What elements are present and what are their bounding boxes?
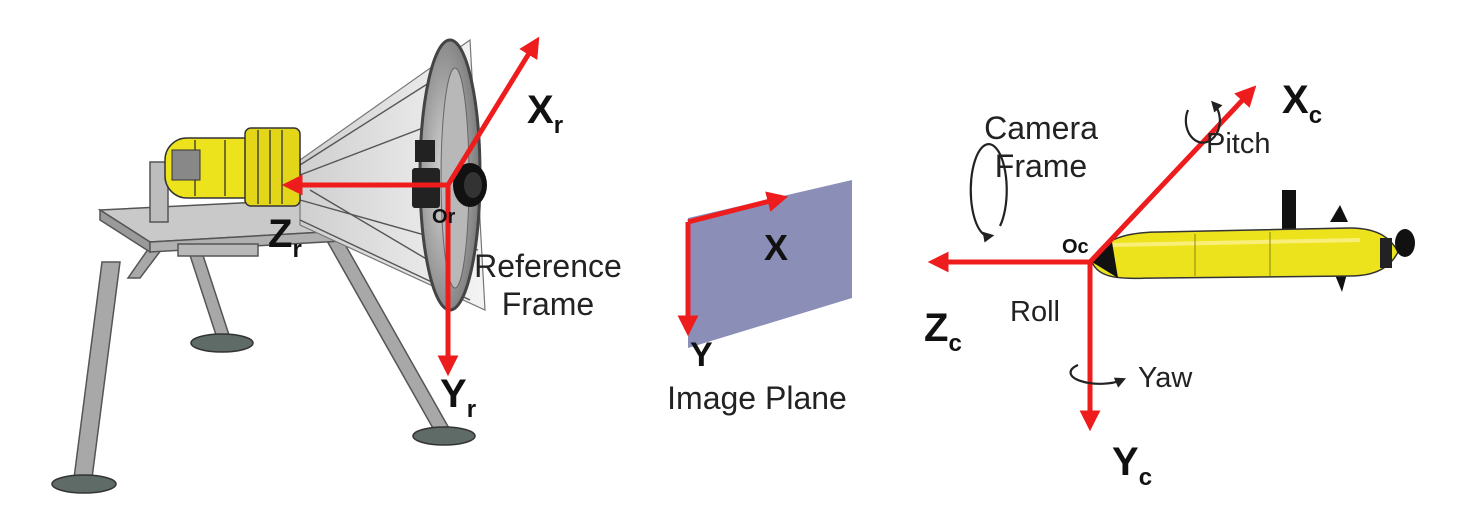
rig-foot-right xyxy=(412,426,476,446)
camera-frame-caption: Camera Frame xyxy=(984,110,1098,184)
image-plane-x-label: X xyxy=(764,227,789,268)
rig-leg-left xyxy=(73,261,121,479)
yaw-rotation-icon xyxy=(1069,363,1127,388)
yaw-label: Yaw xyxy=(1138,362,1193,394)
camera-z-label: Zc xyxy=(924,306,962,357)
camera-axes xyxy=(927,85,1257,432)
reference-axes xyxy=(281,36,540,377)
reference-frame-caption: Reference Frame xyxy=(474,248,622,322)
reference-x-axis-arrow xyxy=(445,36,540,187)
reference-origin-label: Or xyxy=(432,206,456,228)
reference-y-label: Yr xyxy=(440,372,477,423)
camera-x-axis-arrow xyxy=(1088,85,1257,264)
pitch-rotation-icon xyxy=(1184,100,1223,144)
rig-foot-middle xyxy=(190,333,254,353)
roll-label: Roll xyxy=(1010,296,1060,328)
rig-foot-left xyxy=(51,474,117,494)
rig-camera xyxy=(412,140,487,208)
image-plane-axes xyxy=(677,191,789,337)
image-plane-x-arrow xyxy=(687,191,789,225)
rig-vehicle xyxy=(164,127,301,207)
reference-x-label: Xr xyxy=(527,88,564,139)
image-plane-y-label: Y xyxy=(690,336,713,374)
roll-rotation-icon xyxy=(969,143,1008,243)
image-plane-surface xyxy=(688,180,852,348)
camera-origin-label: Oc xyxy=(1062,236,1089,258)
test-rig xyxy=(51,38,487,494)
underwater-vehicle xyxy=(1091,190,1415,292)
image-plane-caption: Image Plane xyxy=(667,380,847,416)
camera-y-label: Yc xyxy=(1112,440,1153,491)
pitch-label: Pitch xyxy=(1206,128,1271,160)
reference-z-label: Zr xyxy=(268,212,302,263)
camera-x-label: Xc xyxy=(1282,78,1323,129)
